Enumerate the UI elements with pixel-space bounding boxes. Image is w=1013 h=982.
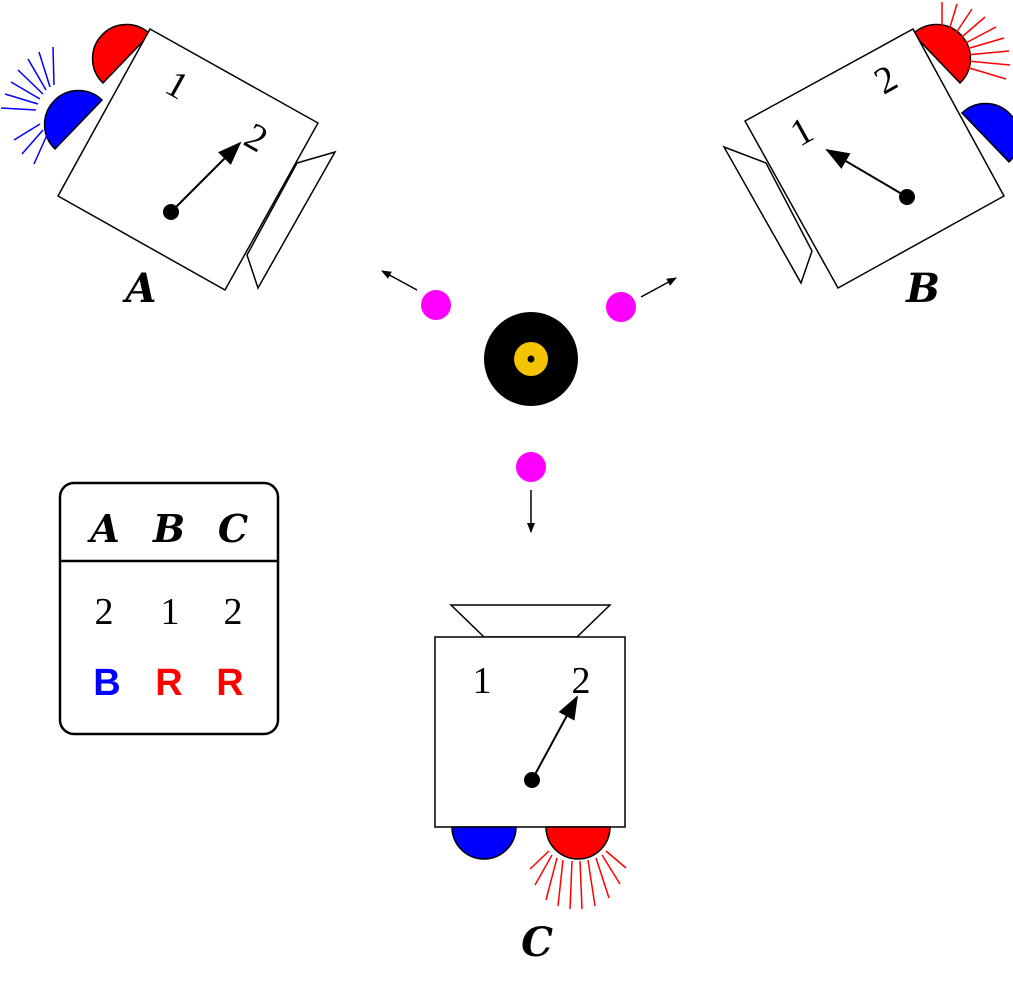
detector-b-dial-pivot [899,189,915,205]
particle-to-c [516,452,546,482]
detector-a-red-light [91,23,152,85]
detector-b-label: B [905,265,940,312]
detector-a-label: A [121,265,156,312]
arrow-to-b [640,277,677,298]
particle-source [484,312,578,406]
results-setting-a: 2 [95,591,114,633]
results-table-frame [58,481,280,736]
results-color-c: R [216,662,243,704]
particle-to-a [421,290,451,320]
detector-c: 1 2 [434,604,627,910]
arrow-to-a [381,270,418,291]
detector-a-funnel [246,150,337,290]
detector-b: 1 2 [722,2,1013,290]
detector-c-red-rays [529,850,627,910]
detector-c-funnel [449,604,612,638]
detector-a-dial-pivot [163,204,179,220]
detector-b-dial-needle [825,148,908,198]
detector-a-blue-rays [0,46,55,165]
detector-c-label: C [521,919,553,966]
particle-to-b [606,292,636,322]
results-color-b: R [155,662,182,704]
source-center-dot [527,355,535,363]
detector-c-dial-pivot [524,772,540,788]
results-header-b: B [152,506,185,551]
results-color-a: B [93,662,120,704]
detector-c-box [434,636,626,828]
results-header-c: C [218,506,248,551]
results-setting-b: 1 [161,591,180,633]
detector-c-setting-1: 1 [473,660,492,702]
detector-c-dial-needle [531,695,578,781]
detector-b-blue-light [960,102,1013,164]
detector-a: 1 2 [0,23,337,292]
detector-b-red-rays [941,2,1011,80]
detector-b-box [743,27,1006,290]
detector-a-box [56,27,320,292]
detector-c-setting-2: 2 [572,660,591,702]
results-setting-c: 2 [224,591,243,633]
detector-b-funnel [722,145,813,285]
results-table: A B C 2 1 2 B R R [58,481,280,736]
results-header-a: A [87,506,119,551]
detector-c-blue-light [451,826,517,860]
detector-c-red-light [545,826,611,860]
detector-a-dial-needle [170,141,242,213]
